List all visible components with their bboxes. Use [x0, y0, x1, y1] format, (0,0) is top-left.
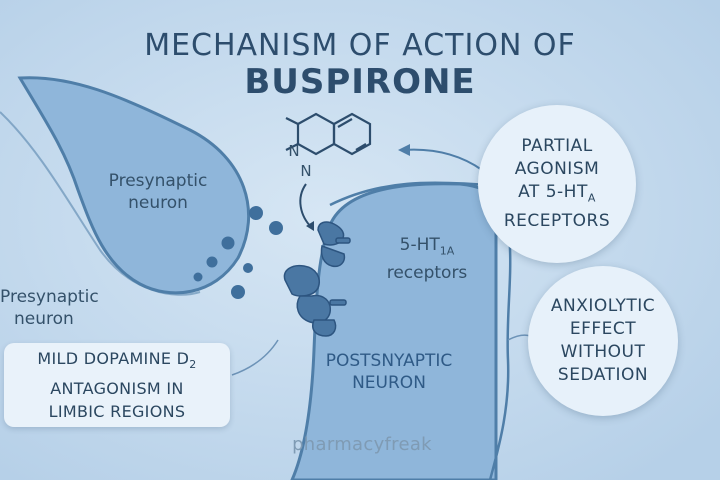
vesicle: [221, 236, 235, 250]
receptor-icon: [317, 221, 351, 268]
vesicle: [231, 285, 245, 299]
neurotransmitter-vesicles: [193, 206, 283, 299]
postsynaptic-label: POSTSNYAPTIC NEURON: [325, 351, 453, 393]
molecule-n2-label: N: [300, 162, 312, 180]
arrowhead-icon: [306, 221, 314, 231]
vesicle: [269, 221, 283, 235]
box-connector-line: [231, 339, 279, 376]
title-line-1: MECHANISM OF ACTION OF: [144, 28, 576, 63]
presynaptic-outer-label: Presynaptic neuron: [0, 287, 99, 329]
vesicle: [193, 272, 203, 282]
receptor-label: 5-HT1A receptors: [386, 235, 468, 284]
molecule-n1-label: N: [288, 142, 300, 160]
title-line-2: BUSPIRONE: [244, 62, 476, 102]
dopamine-antagonism-box: MILD DOPAMINE D2 ANTAGONISM IN LIMBIC RE…: [4, 343, 230, 427]
receptor-icon: [283, 264, 347, 337]
vesicle: [249, 206, 263, 220]
neuron-top-curve: [329, 181, 499, 207]
vesicle: [206, 256, 218, 268]
anxiolytic-bubble: ANXIOLYTIC EFFECT WITHOUT SEDATION: [528, 266, 678, 416]
presynaptic-outline-curve: [0, 111, 201, 296]
arrowhead-icon: [398, 144, 410, 156]
agonism-arrow: [403, 148, 483, 171]
presynaptic-inner-label: Presynaptic neuron: [108, 171, 208, 213]
buspirone-molecule-icon: [285, 112, 372, 156]
vesicle: [243, 263, 253, 273]
presynaptic-neuron-shape: [17, 76, 251, 295]
watermark: pharmacyfreak: [292, 434, 432, 455]
partial-agonism-bubble: PARTIAL AGONISM AT 5-HTA RECEPTORS: [478, 105, 636, 263]
